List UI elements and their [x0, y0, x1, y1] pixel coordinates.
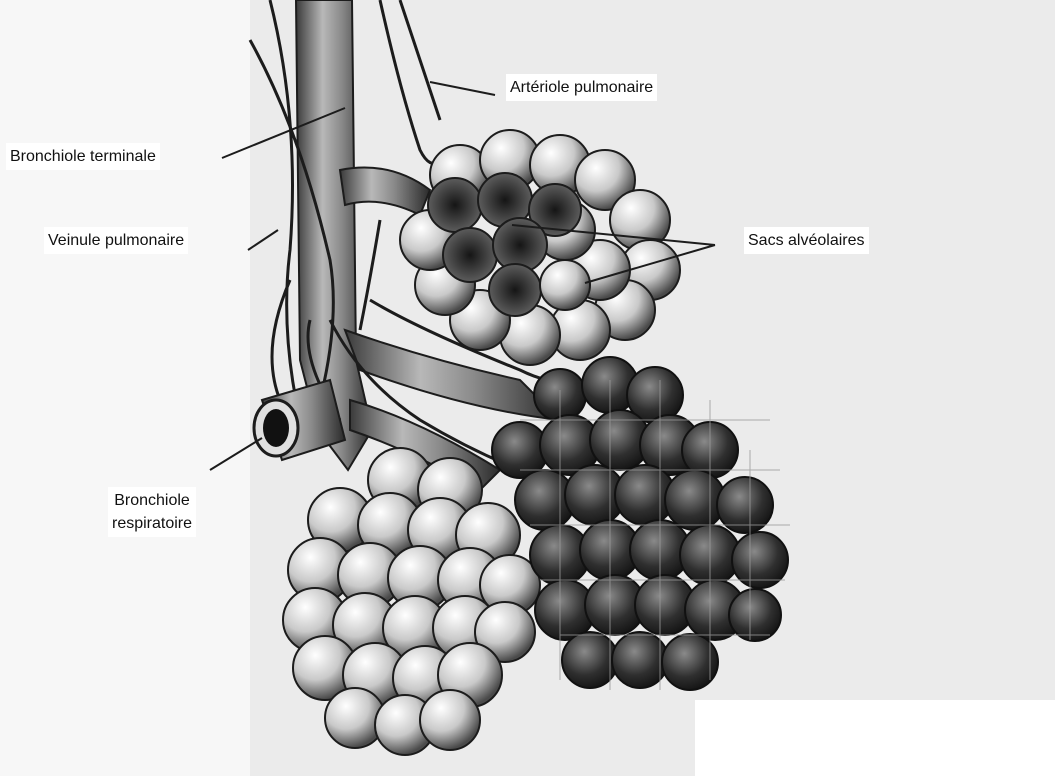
label-bronchiole-terminale: Bronchiole terminale [6, 143, 160, 170]
label-sacs-alveolaires: Sacs alvéolaires [744, 227, 869, 254]
label-bronchiole-respiratoire: Bronchiole respiratoire [108, 487, 196, 537]
label-veinule-pulmonaire: Veinule pulmonaire [44, 227, 188, 254]
paper-blank-left [0, 0, 250, 776]
label-bronchiole-respiratoire-line2: respiratoire [112, 512, 192, 535]
label-arteriole-pulmonaire: Artériole pulmonaire [506, 74, 657, 101]
label-bronchiole-respiratoire-line1: Bronchiole [112, 489, 192, 512]
paper-blank-bottom-right [695, 700, 1055, 776]
